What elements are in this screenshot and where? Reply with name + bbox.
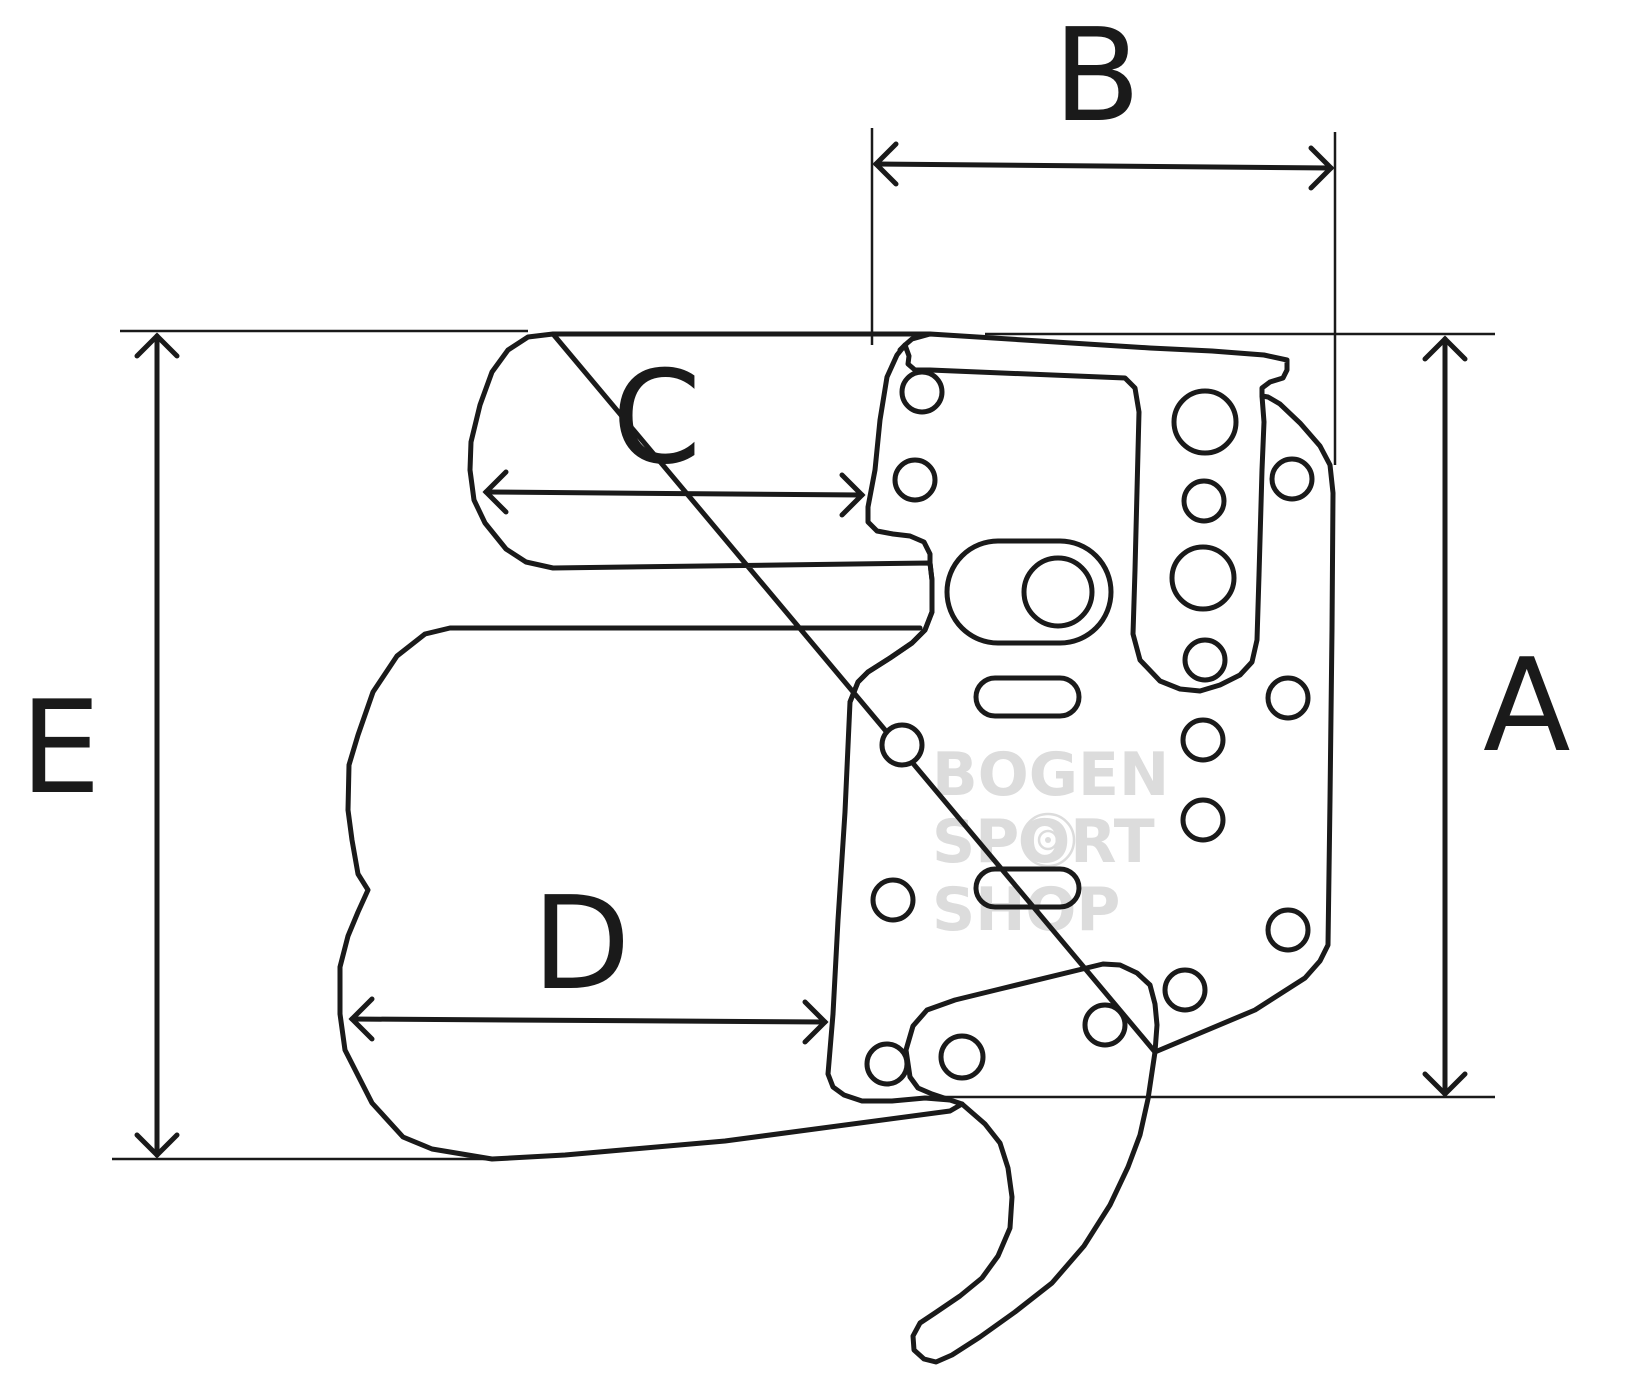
hole [1269,456,1315,502]
hole [870,877,916,923]
arrowhead-c-right [839,472,866,518]
hole [1162,967,1208,1013]
arrowhead-d-right [802,999,829,1045]
trigger-lever-outline [903,961,1160,1365]
short-slot-upper [973,675,1082,719]
dimension-label-c: C [612,344,701,493]
arrowhead-e-top [134,332,180,359]
watermark-line-1: BOGEN [932,740,1169,810]
dimension-line-b [873,161,1334,171]
watermark-line-3: SHOP [932,875,1120,945]
hole [899,369,945,415]
dimension-c: C [482,344,866,518]
adjust-knob-hole [1021,555,1095,629]
hole [892,457,938,503]
release-body [337,331,1336,1365]
dimension-line-c [483,489,865,498]
lower-body-outline [337,560,965,1162]
hole [1171,388,1239,456]
hole [938,1033,986,1081]
dimension-label-e: E [20,674,101,823]
hole [1265,675,1311,721]
hole [879,722,925,768]
dimension-line-d [349,1016,828,1025]
plate-features [864,369,1315,1087]
hole [1180,717,1226,763]
hole [1181,478,1227,524]
dimension-label-a: A [1483,632,1571,781]
arrowhead-e-bottom [134,1132,180,1159]
hole [864,1041,910,1087]
hole [1182,637,1228,683]
hole [1265,907,1311,953]
extension-lines [112,128,1495,1161]
hole [1082,1002,1128,1048]
arrowhead-b-right [1308,145,1335,191]
arrowhead-d-left [348,996,375,1042]
oval-slot-outline [944,538,1114,646]
dimension-d: D [348,870,829,1045]
hole [1180,797,1226,843]
watermark: BOGEN SPORT SHOP [932,740,1169,945]
watermark-target-icon [1020,812,1076,868]
arrowhead-a-bottom [1422,1071,1468,1098]
dimension-label-d: D [532,870,631,1019]
dimension-e: E [20,332,180,1159]
arrowhead-c-left [482,469,509,515]
dimension-b: B [872,2,1335,191]
short-slot-lower [973,866,1082,910]
dimension-label-b: B [1053,2,1141,151]
hole [1169,544,1237,612]
dimension-a: A [1422,335,1571,1098]
arrowhead-a-top [1422,335,1468,362]
arrowhead-b-left [872,141,899,187]
